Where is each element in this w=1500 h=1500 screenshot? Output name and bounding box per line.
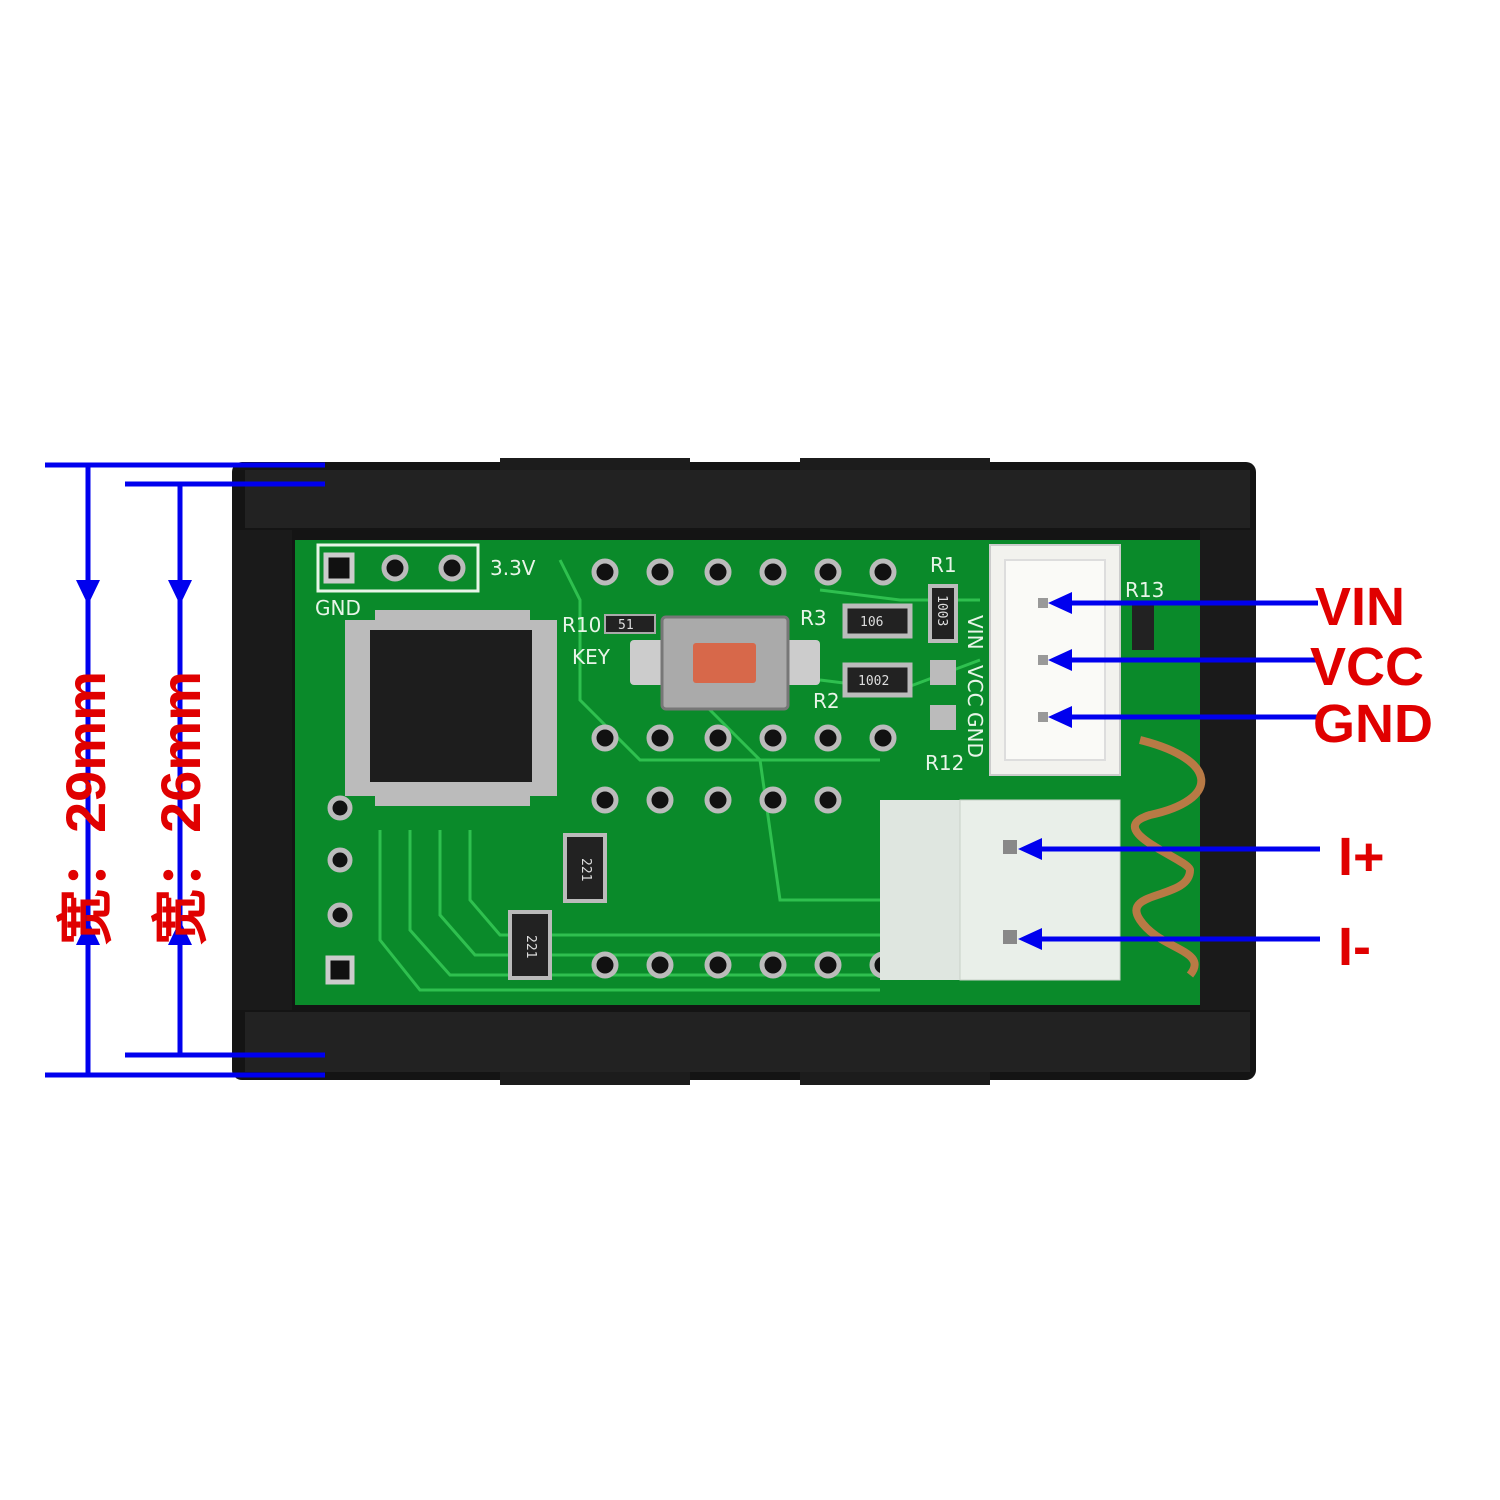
dimension-29mm-label: 宽：29mm (54, 671, 117, 945)
silk-vcc: VCC (963, 665, 987, 707)
silk-r13: R13 (1125, 578, 1164, 602)
dimension-29mm (45, 462, 325, 1078)
silk-r12: R12 (925, 751, 964, 775)
resistor-r13 (1132, 605, 1154, 650)
pin-callout-arrows (1018, 592, 1320, 950)
pin-holes (323, 552, 897, 985)
res-r2-code: 1002 (858, 674, 889, 689)
resistor-network-1 (563, 833, 607, 903)
pin-label-vcc: VCC (1310, 637, 1424, 697)
current-connector (880, 799, 1121, 981)
shunt-wire (1131, 736, 1206, 978)
pad (930, 660, 956, 685)
rn2-code: 221 (523, 935, 538, 958)
res-r1-code: 1003 (934, 595, 949, 626)
resistor-network-2 (508, 910, 552, 980)
silk-r2: R2 (813, 689, 840, 713)
res-r3-code: 106 (860, 615, 883, 630)
pad (930, 705, 956, 730)
resistor-r3 (842, 603, 913, 639)
pin-label-gnd: GND (1313, 694, 1433, 754)
silk-r10: R10 (562, 613, 601, 637)
dimension-26mm-label: 宽：26mm (149, 671, 212, 945)
res-r10-code: 51 (618, 618, 634, 633)
silk-gnd: GND (315, 596, 361, 620)
silk-r3: R3 (800, 606, 827, 630)
pin-label-i-plus: I+ (1338, 827, 1385, 887)
silk-3v3: 3.3V (490, 556, 536, 580)
silkscreen-labels: GND 3.3V R10 KEY R3 R2 R1 R12 R13 VIN VC… (315, 553, 1164, 775)
mcu-chip (345, 610, 557, 806)
pin-label-vin: VIN (1315, 577, 1405, 637)
pcb-board: 51 106 1002 1003 221 221 (295, 540, 1206, 1005)
silk-r1: R1 (930, 553, 957, 577)
silk-vin: VIN (963, 615, 987, 650)
key-button[interactable] (630, 615, 820, 711)
resistor-r2 (842, 662, 913, 698)
rn1-code: 221 (578, 858, 593, 881)
resistor-r10 (604, 614, 656, 634)
dimension-26mm (125, 481, 325, 1058)
pin-label-i-minus: I- (1338, 917, 1371, 977)
silk-gnd2: GND (963, 712, 987, 758)
silk-key: KEY (572, 645, 611, 669)
resistor-r1 (928, 584, 958, 643)
